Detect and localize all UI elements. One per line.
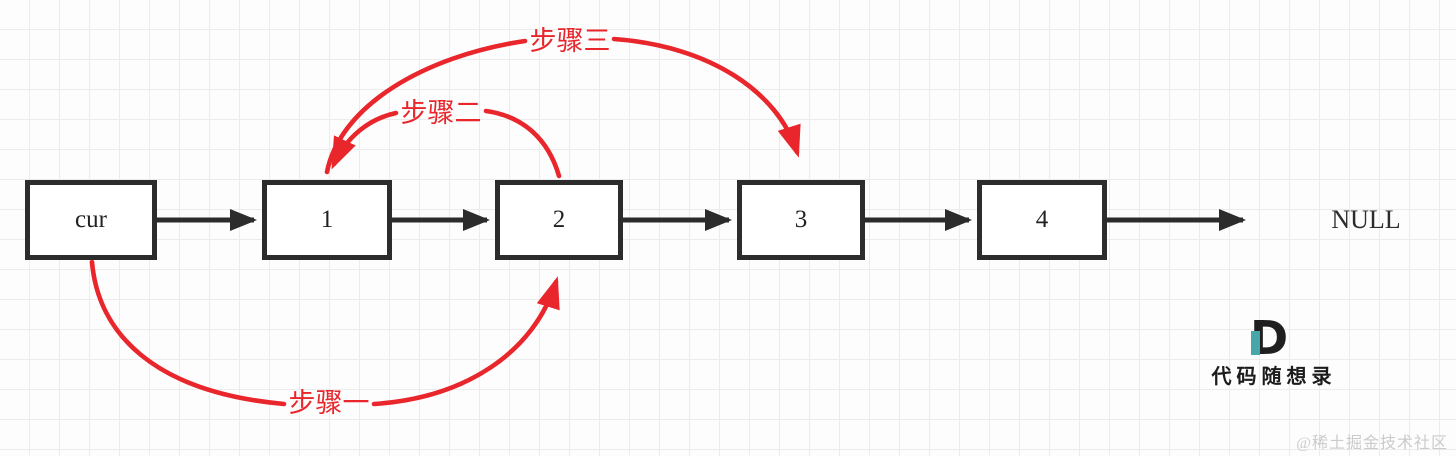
curve-step-2-arrow — [331, 110, 399, 170]
node-label-1: 1 — [320, 206, 334, 233]
brand-logo-d-icon: D — [1250, 316, 1288, 360]
node-box-cur: cur — [25, 180, 157, 260]
curve-step-3-left — [324, 38, 528, 175]
node-box-2: 2 — [495, 180, 623, 260]
node-box-4: 4 — [977, 180, 1107, 260]
community-watermark-text: @稀土掘金技术社区 — [1296, 435, 1448, 452]
curve-step-2-right — [483, 108, 562, 179]
curve-step-3-arrow — [611, 36, 801, 158]
step-3-label: 步骤三 — [530, 26, 611, 56]
logo-teal-accent — [1251, 331, 1260, 355]
node-box-1: 1 — [262, 180, 392, 260]
node-box-3: 3 — [737, 180, 865, 260]
curve-step-1-arrow — [371, 276, 560, 407]
step-2-label: 步骤二 — [401, 98, 482, 128]
node-label-cur: cur — [75, 206, 107, 233]
curve-step-1-left — [89, 259, 287, 407]
node-label-2: 2 — [552, 206, 566, 233]
step-1-label: 步骤一 — [289, 388, 370, 418]
null-terminator-label: NULL — [1331, 205, 1401, 234]
node-label-3: 3 — [794, 206, 808, 233]
node-label-4: 4 — [1035, 206, 1049, 233]
brand-name-text: 代码随想录 — [1211, 366, 1337, 388]
